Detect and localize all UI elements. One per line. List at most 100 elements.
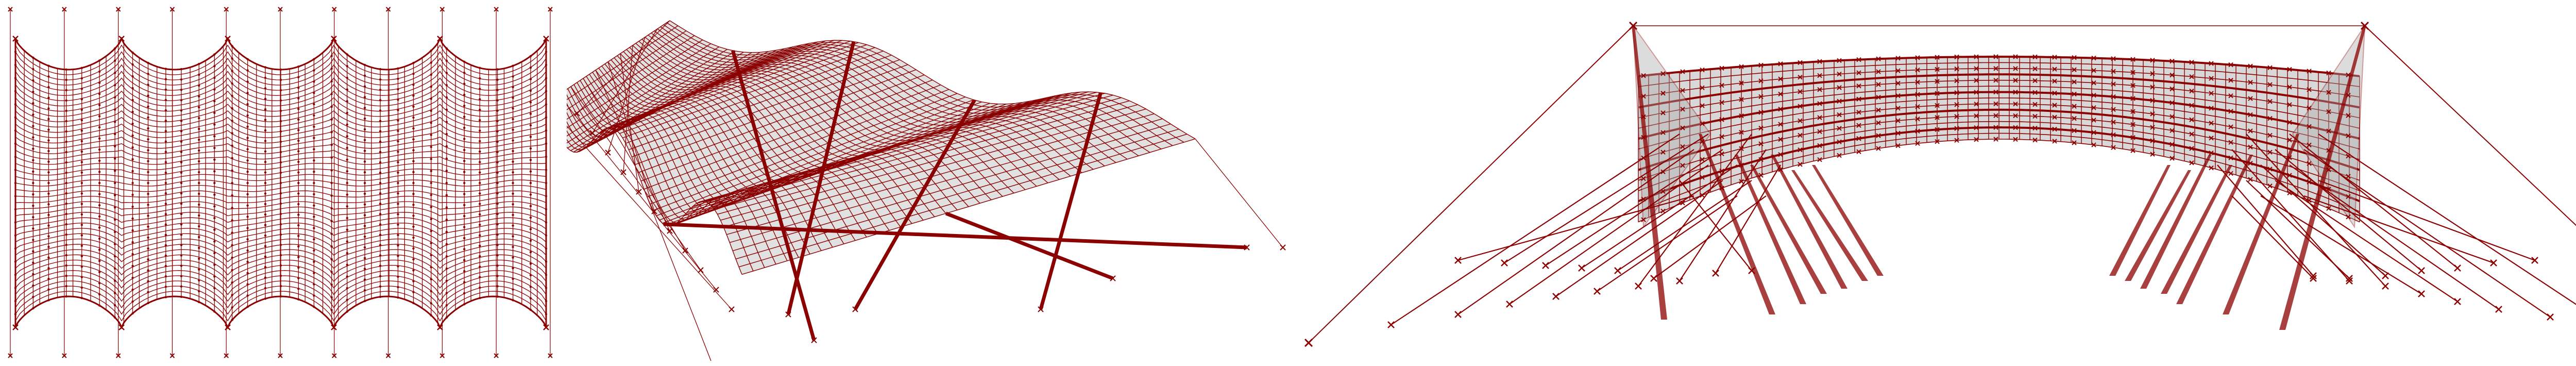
dot-icon [363, 214, 366, 217]
cross-stroke [494, 353, 499, 358]
cross-stroke [1935, 66, 1940, 72]
cross-stroke [543, 324, 549, 330]
dot-icon [430, 302, 432, 305]
dot-icon [80, 88, 83, 90]
dot-icon [313, 215, 315, 218]
dot-icon [397, 213, 399, 215]
dot-icon [330, 105, 333, 108]
dot-icon [496, 202, 499, 205]
cross-icon [811, 337, 817, 343]
cross-icon [2013, 113, 2018, 119]
cross-icon [8, 353, 13, 358]
cross-icon [1660, 91, 1666, 96]
anchor-cable [567, 125, 732, 310]
cross-icon [1935, 139, 1940, 144]
dot-icon [113, 230, 116, 234]
dot-icon [213, 287, 216, 290]
dot-icon [463, 204, 466, 206]
cross-stroke [1817, 115, 1822, 120]
dot-icon [180, 109, 183, 112]
cross-icon [8, 7, 13, 12]
dot-icon [496, 244, 499, 246]
dot-icon [346, 88, 348, 91]
dot-icon [80, 161, 83, 163]
cross-icon [1739, 129, 1744, 135]
cross-icon [278, 7, 283, 12]
dot-icon [198, 181, 200, 185]
cross-icon [1712, 270, 1719, 277]
dot-icon [412, 149, 415, 152]
dot-icon [231, 194, 233, 197]
dot-icon [346, 298, 348, 301]
dot-icon [32, 79, 35, 82]
dot-icon [379, 109, 382, 112]
mesh-column [643, 79, 933, 190]
dot-icon [80, 213, 83, 216]
cross-stroke [1817, 129, 1822, 135]
anchor-cable [2303, 149, 2551, 318]
dot-icon [47, 288, 50, 291]
cross-icon [1837, 126, 1842, 131]
cross-stroke [636, 189, 642, 195]
cross-icon [1719, 65, 1724, 71]
cross-icon [2326, 206, 2331, 211]
cross-icon [2287, 66, 2292, 72]
cross-stroke [1501, 259, 1508, 267]
dot-icon [264, 181, 267, 185]
dot-icon [47, 277, 50, 280]
cross-icon [2326, 128, 2331, 134]
dot-icon [313, 159, 315, 162]
cross-icon [2209, 121, 2214, 126]
dot-icon [264, 266, 267, 269]
dot-icon [98, 104, 101, 106]
dot-icon [32, 170, 35, 173]
dot-icon [279, 285, 282, 288]
cross-stroke [2111, 94, 2116, 99]
cross-icon [1954, 102, 1959, 107]
dot-icon [80, 276, 83, 278]
dot-icon [180, 171, 183, 174]
dot-icon [479, 244, 481, 247]
cross-icon [2032, 125, 2038, 131]
cross-stroke [8, 7, 13, 12]
dot-icon [65, 171, 67, 174]
cross-stroke [1798, 104, 1803, 109]
cross-stroke [2072, 104, 2077, 109]
dot-icon [279, 130, 282, 133]
cross-icon [1778, 76, 1783, 81]
dot-icon [198, 73, 200, 76]
dot-icon [445, 181, 448, 185]
dot-icon [164, 130, 167, 132]
dot-icon [65, 89, 67, 92]
perspective-view-panel [567, 0, 1298, 366]
dot-icon [463, 270, 466, 273]
dot-icon [147, 214, 149, 217]
cross-stroke [2170, 114, 2175, 120]
anchor-cable [570, 86, 701, 271]
cross-stroke [2072, 128, 2077, 134]
cross-icon [2130, 57, 2136, 62]
cross-icon [1974, 125, 1979, 130]
dot-icon [231, 294, 233, 296]
cross-stroke [1739, 113, 1744, 119]
anchor-cable [620, 53, 639, 192]
cross-icon [1680, 107, 1685, 112]
cross-stroke [1758, 110, 1764, 115]
dot-icon [379, 171, 382, 174]
cross-icon [1739, 97, 1744, 102]
cross-icon [2418, 267, 2425, 274]
dot-icon [430, 254, 432, 257]
cross-icon [494, 353, 499, 358]
cross-icon [2267, 65, 2273, 71]
dot-icon [297, 129, 300, 131]
cross-stroke [2130, 148, 2136, 153]
cross-stroke [2130, 109, 2136, 114]
cross-icon [12, 36, 19, 42]
anchor-cable [2364, 25, 2576, 226]
dot-icon [32, 227, 35, 230]
cross-stroke [2248, 112, 2253, 118]
cross-stroke [2418, 267, 2425, 274]
cross-stroke [1993, 137, 1998, 142]
cross-stroke [2310, 275, 2317, 282]
cross-stroke [1798, 74, 1803, 80]
